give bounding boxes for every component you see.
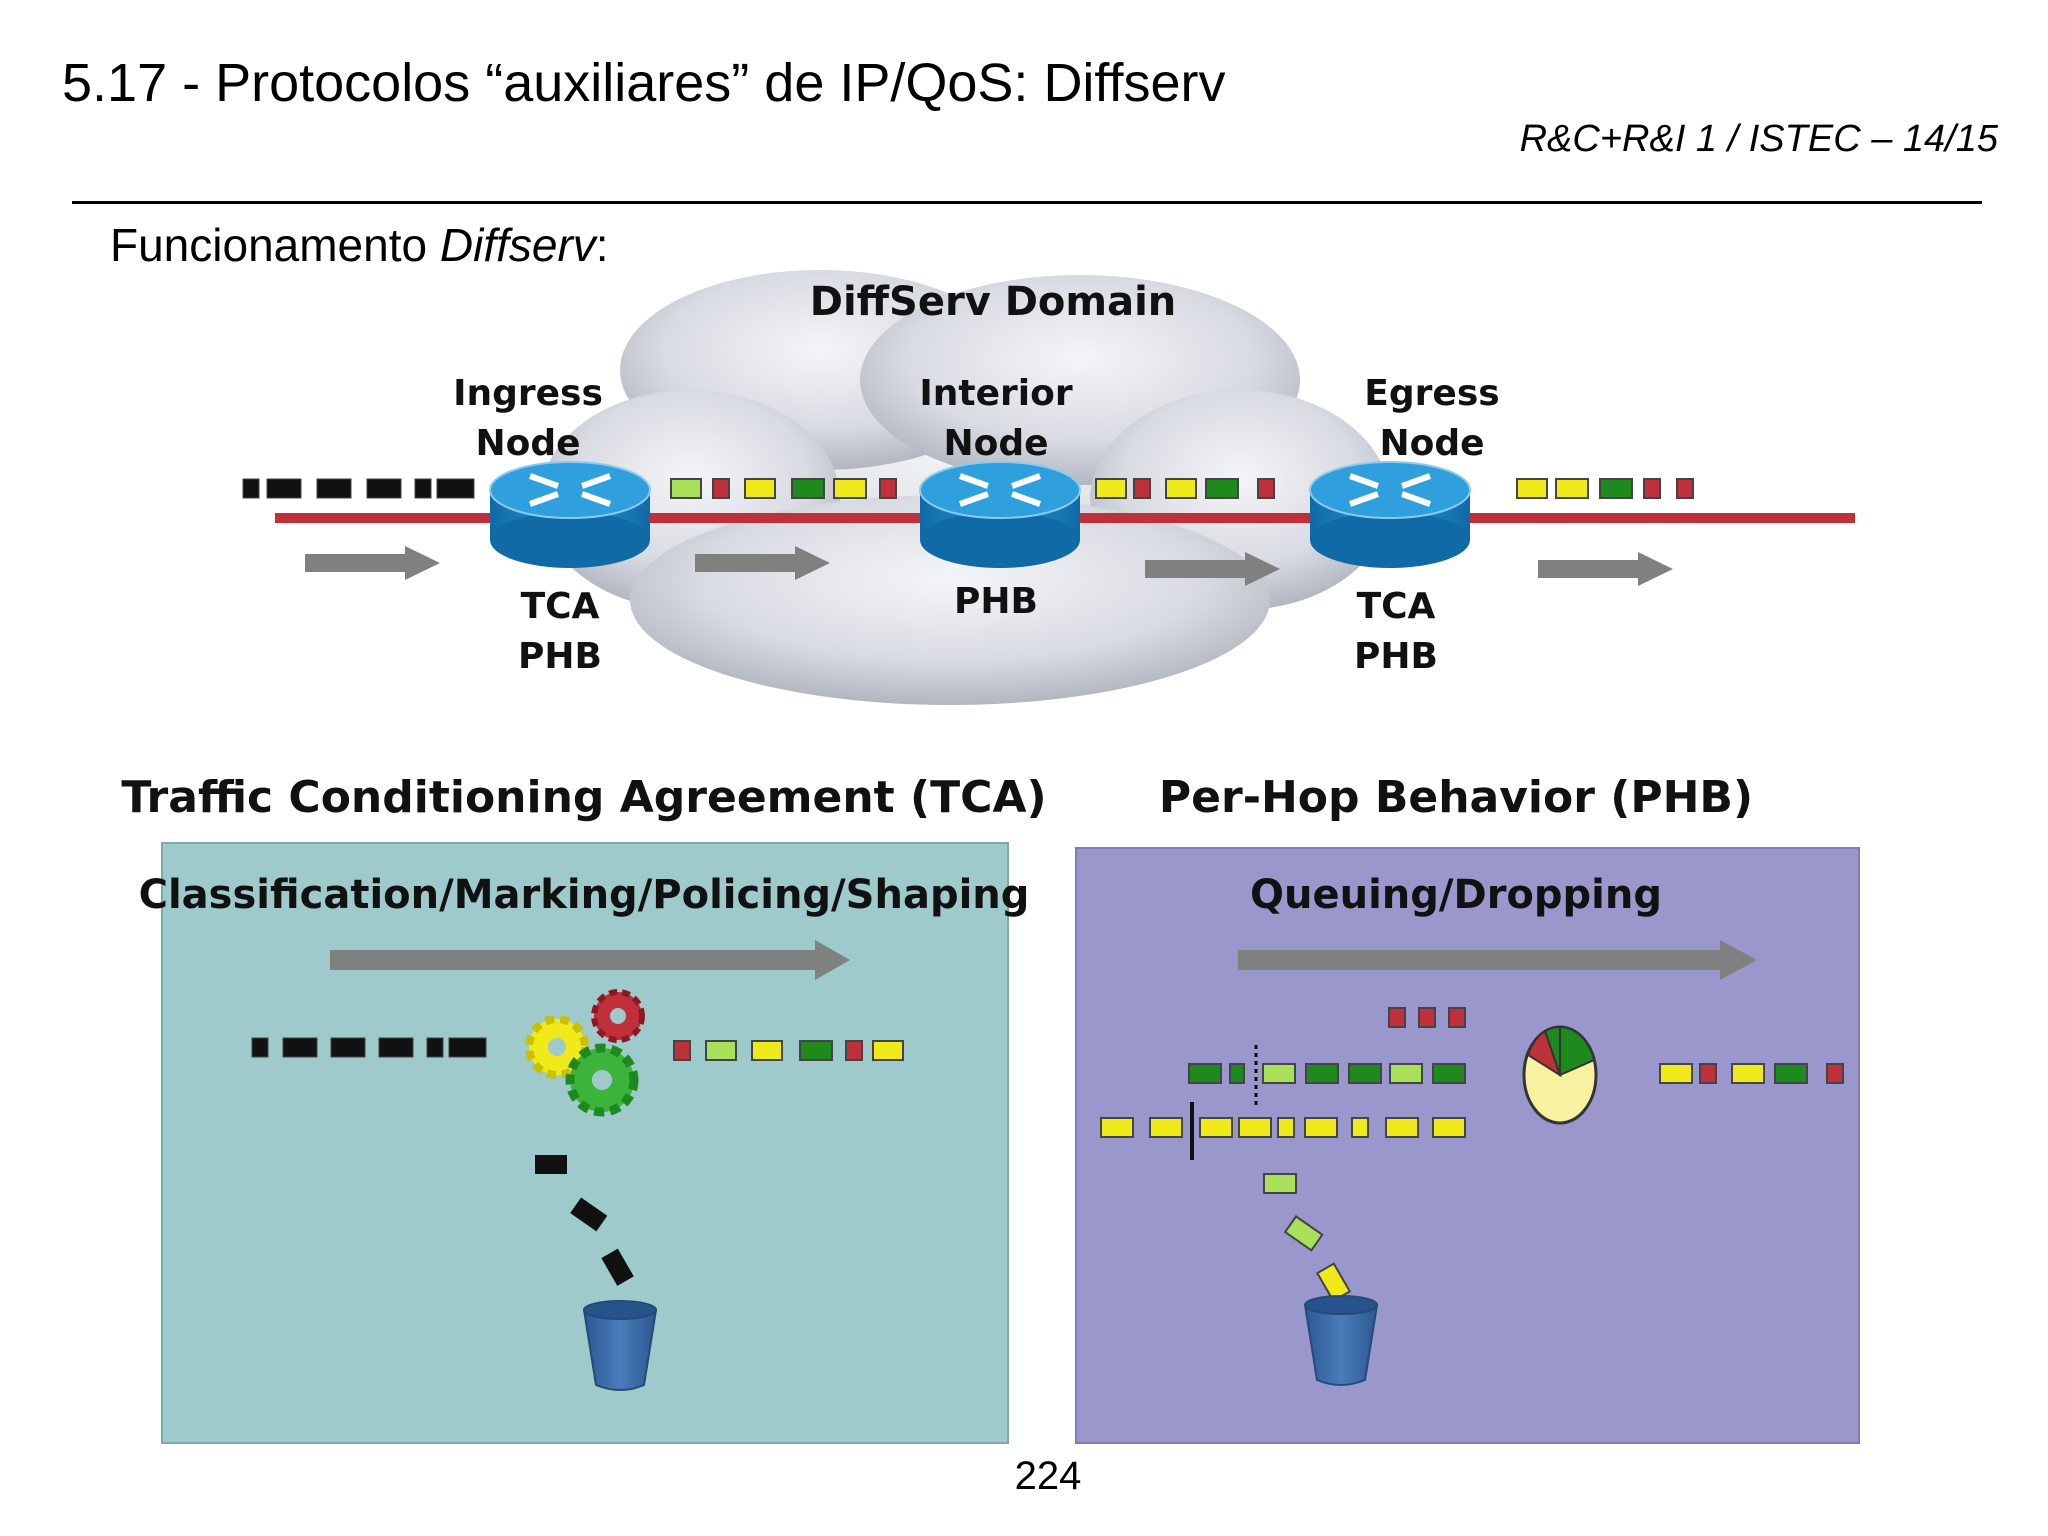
tca-dropped-packets (535, 1155, 634, 1286)
section-label: Funcionamento Diffserv: (110, 218, 609, 272)
ingress-node-name-2: Node (475, 423, 580, 464)
tca-trash-bin-icon (582, 1300, 658, 1391)
phb-arrow-icon (1238, 940, 1757, 980)
interior-node-name-2: Node (943, 423, 1048, 464)
flow-arrows (305, 546, 1673, 586)
phb-heading: Per-Hop Behavior (PHB) (1159, 772, 1753, 823)
egress-node-func-1: TCA (1357, 586, 1436, 627)
egress-node-name-1: Egress (1364, 373, 1499, 414)
packets-out (1516, 478, 1694, 499)
flow-arrow-icon (1538, 552, 1673, 586)
phb-queue-yellow (1100, 1117, 1466, 1138)
packets-unmarked-in (242, 478, 475, 499)
course-label: R&C+R&I 1 / ISTEC – 14/15 (1519, 118, 1998, 160)
router-icon (489, 461, 651, 568)
phb-packets-out (1659, 1063, 1844, 1084)
egress-node-name-2: Node (1379, 423, 1484, 464)
interior-node-name-1: Interior (919, 373, 1072, 414)
phb-dropped-packets (1263, 1173, 1352, 1303)
title-divider (72, 201, 1982, 204)
egress-node-func-2: PHB (1354, 636, 1438, 677)
router-icon (1309, 461, 1471, 568)
section-label-suffix: : (595, 219, 609, 271)
router-icon (919, 461, 1081, 568)
phb-trash-bin-icon (1303, 1295, 1379, 1386)
page-number: 224 (1014, 1454, 1082, 1498)
flow-arrow-icon (695, 546, 830, 580)
ingress-node-func-1: TCA (521, 586, 600, 627)
packets-marked-2 (1095, 478, 1275, 499)
phb-subtitle: Queuing/Dropping (1250, 872, 1662, 918)
flow-arrow-icon (305, 546, 440, 580)
tca-panel (161, 842, 1009, 1444)
tca-subtitle: Classification/Marking/Policing/Shaping (139, 872, 1030, 918)
phb-queue-red (1388, 1007, 1466, 1028)
gears-icon (525, 989, 645, 1117)
tca-arrow-icon (330, 940, 850, 980)
slide-title: 5.17 - Protocolos “auxiliares” de IP/QoS… (62, 53, 1226, 113)
ingress-node-name-1: Ingress (453, 373, 603, 414)
flow-arrow-icon (1145, 552, 1280, 586)
tca-packets-out (673, 1040, 904, 1061)
interior-node-func-1: PHB (954, 581, 1038, 622)
domain-title: DiffServ Domain (810, 279, 1177, 325)
ingress-node-func-2: PHB (518, 636, 602, 677)
phb-queue-green (1188, 1063, 1466, 1084)
packets-marked-1 (670, 478, 897, 499)
tca-heading: Traffic Conditioning Agreement (TCA) (121, 772, 1046, 823)
scheduler-pie-icon (1522, 1025, 1598, 1125)
section-label-italic: Diffserv (439, 219, 596, 271)
section-label-plain: Funcionamento (110, 219, 440, 271)
tca-packets-in (251, 1037, 487, 1058)
